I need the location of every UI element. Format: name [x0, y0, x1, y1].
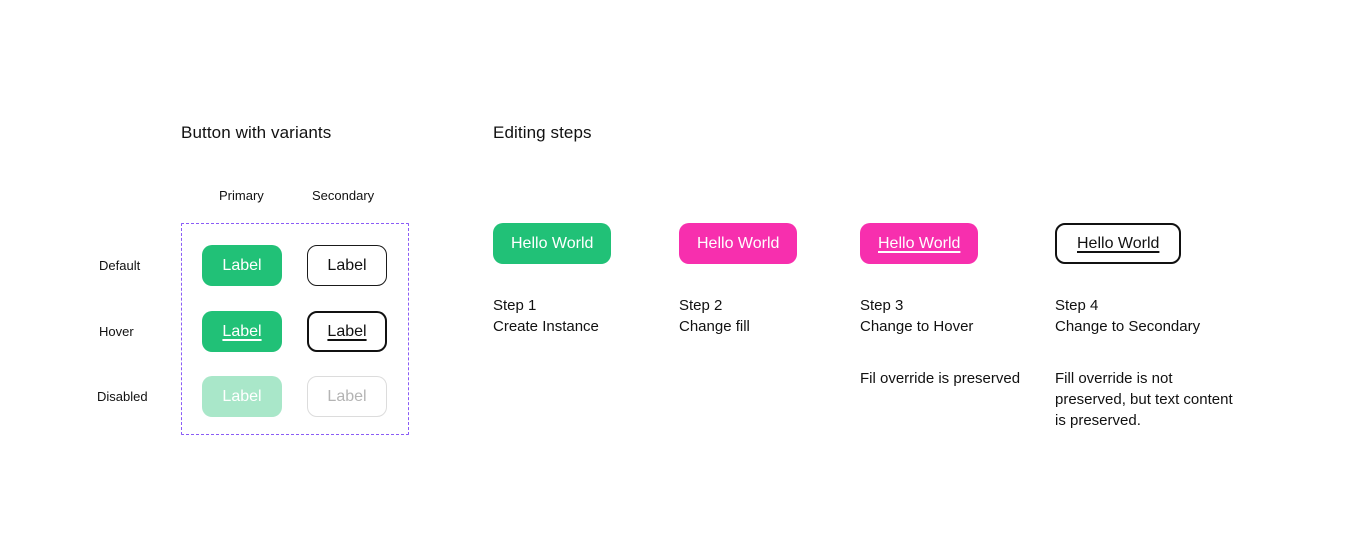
editing-steps-title: Editing steps [493, 123, 592, 142]
step-1-caption-line2: Create Instance [493, 318, 599, 335]
button-label: Label [327, 322, 367, 340]
button-primary-disabled: Label [202, 376, 282, 417]
row-label-hover: Hover [99, 324, 134, 339]
step-4-button[interactable]: Hello World [1055, 223, 1182, 264]
button-label: Label [222, 387, 262, 405]
step-1-button[interactable]: Hello World [493, 223, 612, 264]
button-label: Label [327, 256, 367, 274]
variants-section-title: Button with variants [181, 123, 332, 142]
button-label: Hello World [878, 234, 961, 252]
column-header-primary: Primary [219, 188, 264, 203]
button-label: Label [327, 387, 367, 405]
step-3-caption-line1: Step 3 [860, 297, 904, 314]
step-1-caption-line1: Step 1 [493, 297, 537, 314]
step-3-button[interactable]: Hello World [860, 223, 979, 264]
step-3-caption-line2: Change to Hover [860, 318, 974, 335]
step-2-button[interactable]: Hello World [679, 223, 798, 264]
step-4-caption: Step 4 Change to Secondary [1055, 295, 1200, 337]
step-3-caption: Step 3 Change to Hover [860, 295, 973, 337]
step-2-caption-line1: Step 2 [679, 297, 723, 314]
step-1-caption: Step 1 Create Instance [493, 295, 599, 337]
step-3-note: Fil override is preserved [860, 370, 1021, 387]
step-2-caption: Step 2 Change fill [679, 295, 750, 337]
row-label-disabled: Disabled [97, 389, 148, 404]
step-4-note: Fill override is not preserved, but text… [1055, 370, 1233, 429]
button-primary-default[interactable]: Label [202, 245, 282, 286]
button-primary-hover[interactable]: Label [202, 311, 282, 352]
button-label: Hello World [1077, 234, 1160, 252]
button-secondary-disabled: Label [307, 376, 387, 417]
step-4-caption-line1: Step 4 [1055, 297, 1099, 314]
column-header-secondary: Secondary [312, 188, 375, 203]
button-secondary-default[interactable]: Label [307, 245, 387, 286]
button-label: Hello World [697, 234, 780, 252]
button-label: Hello World [511, 234, 594, 252]
button-label: Label [222, 322, 262, 340]
step-2-caption-line2: Change fill [679, 318, 750, 335]
button-secondary-hover[interactable]: Label [307, 311, 387, 352]
row-label-default: Default [99, 258, 141, 273]
component-set-frame [181, 223, 409, 435]
button-label: Label [222, 256, 262, 274]
step-4-caption-line2: Change to Secondary [1055, 318, 1201, 335]
